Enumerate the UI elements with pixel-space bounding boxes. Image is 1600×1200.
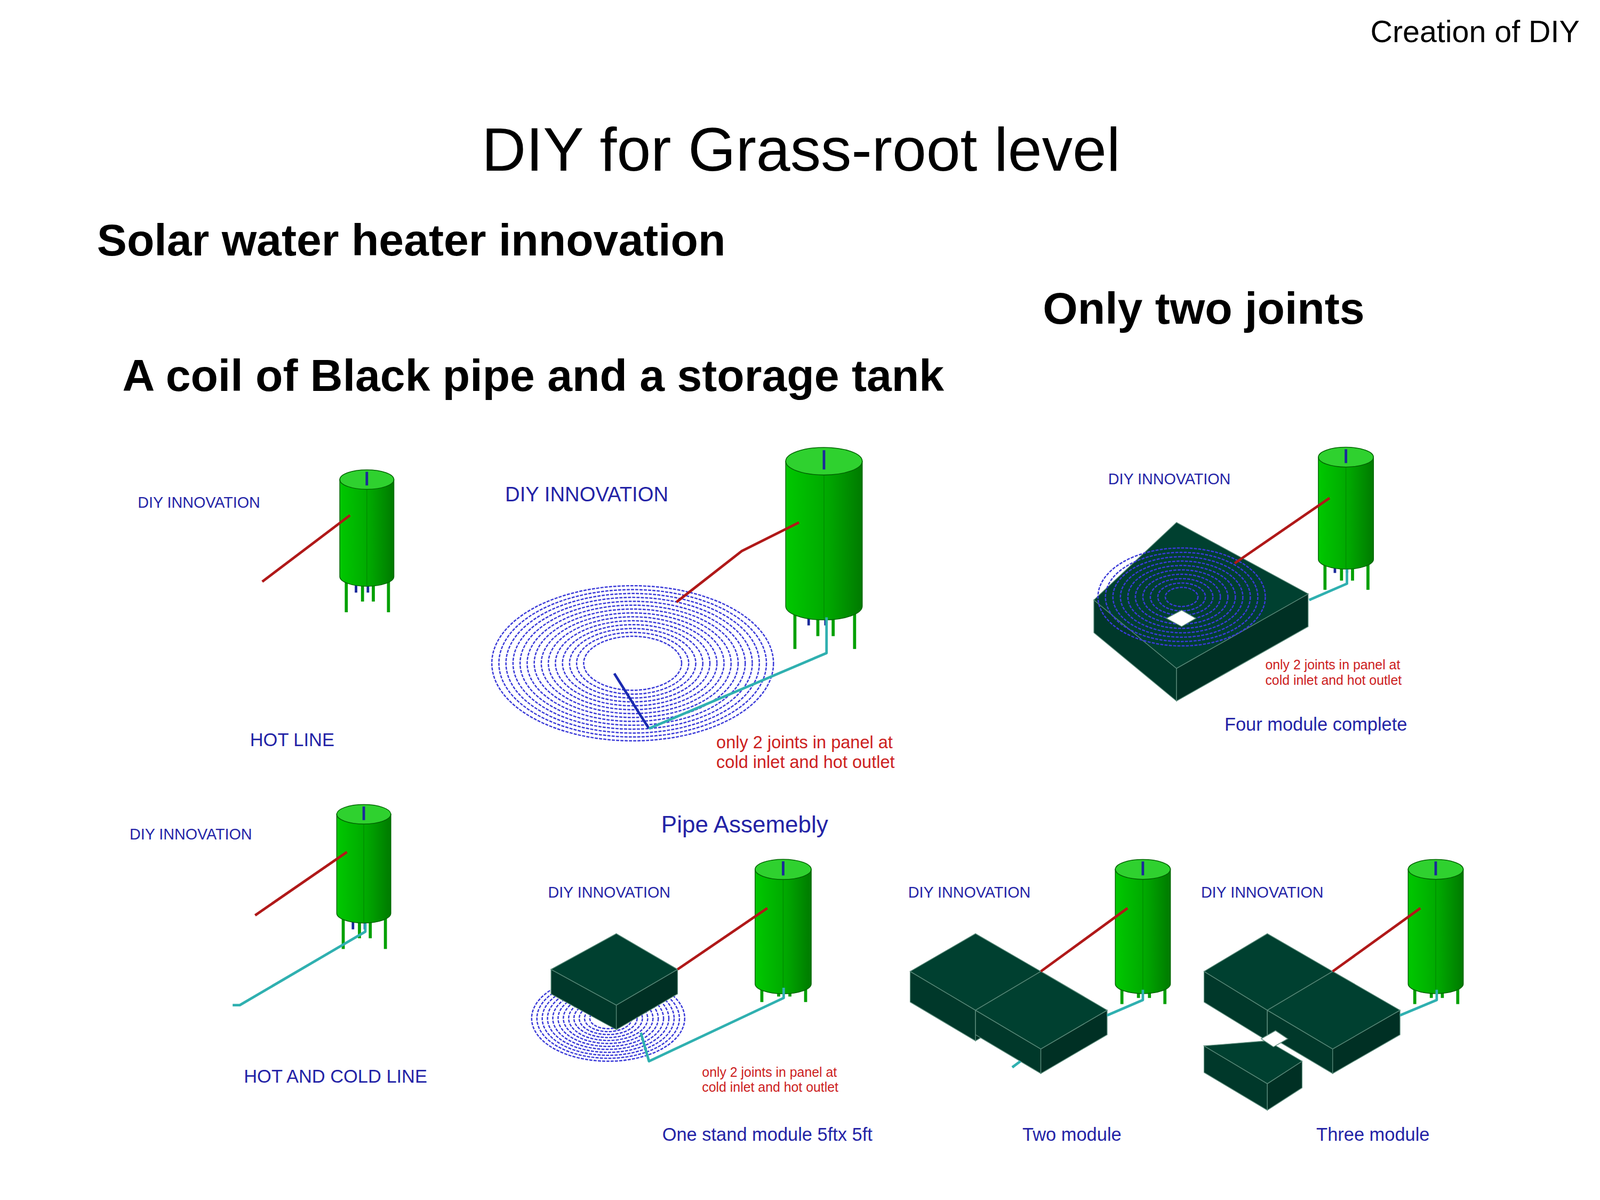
cold-line — [1107, 989, 1143, 1016]
drawing-tag: DIY INNOVATION — [137, 493, 261, 512]
panel-center-gap — [1261, 1030, 1288, 1047]
pipe-coil-winding — [1157, 582, 1206, 611]
pipe-coil-winding — [548, 617, 717, 710]
panel-center-gap — [1166, 610, 1196, 627]
hot-line — [1041, 908, 1128, 972]
drawing-tag: DIY INNOVATION — [908, 883, 1031, 902]
tank-top — [1115, 859, 1171, 880]
subheading: A coil of Black pipe and a storage tank — [122, 349, 944, 402]
tank-seam — [782, 879, 784, 994]
tank-body — [755, 869, 812, 994]
corner-note: Creation of DIY — [1370, 14, 1580, 50]
drawing-caption: HOT AND COLD LINE — [243, 1066, 428, 1088]
pipe-coil-winding — [1098, 547, 1266, 646]
hot-line — [676, 522, 799, 603]
hot-line — [262, 515, 351, 582]
tank-top — [1318, 447, 1374, 468]
cold-line — [1309, 569, 1348, 600]
hot-line — [1332, 908, 1421, 972]
tank-vent — [365, 472, 368, 486]
tank-vent — [781, 861, 785, 876]
drawing-tag: DIY INNOVATION — [1201, 883, 1324, 902]
tank-seam — [823, 475, 825, 621]
panel-top — [550, 933, 678, 1006]
subheading: Solar water heater innovation — [97, 214, 726, 267]
tank-top — [755, 859, 812, 880]
hot-line — [1234, 498, 1330, 564]
pipe-coil-winding — [583, 636, 682, 691]
cold-line — [232, 923, 366, 1006]
hot-line — [254, 852, 347, 916]
panel-top — [1204, 1041, 1303, 1084]
tank-body — [1408, 869, 1463, 994]
pipe-coil-winding — [1150, 578, 1213, 616]
tank-seam — [1345, 467, 1347, 570]
drawing-caption: One stand module 5ftx 5ft — [662, 1124, 873, 1146]
panel-top — [1093, 522, 1309, 669]
drawing-caption: Two module — [1022, 1124, 1122, 1146]
pipe-coil-winding — [569, 628, 696, 698]
tank-top — [785, 447, 862, 476]
cold-line — [641, 987, 784, 1062]
tank-vent — [822, 450, 826, 470]
drawing-tag: DIY INNOVATION — [129, 825, 253, 844]
pipe-coil-winding — [506, 593, 760, 734]
subheading: Only two joints — [1042, 282, 1365, 335]
section-heading: Pipe Assemebly — [661, 811, 829, 839]
joint-note: only 2 joints in panel at cold inlet and… — [701, 1064, 862, 1095]
pipe-coil-winding — [513, 597, 753, 730]
pipe-coil-winding — [541, 612, 725, 714]
cold-line — [1012, 1061, 1021, 1068]
panel-top — [975, 971, 1108, 1049]
joint-note: only 2 joints in panel at cold inlet and… — [716, 732, 926, 773]
tank-body — [1115, 869, 1171, 994]
tank-seam — [366, 489, 368, 587]
tank-vent — [1141, 861, 1144, 876]
tank-body — [1318, 457, 1374, 570]
drawing-caption: Four module complete — [1224, 714, 1407, 736]
cold-line — [649, 617, 827, 730]
drawing-tag: DIY INNOVATION — [505, 482, 669, 507]
tank-top — [339, 469, 394, 490]
tank-body — [785, 461, 862, 621]
pipe-coil-winding — [576, 632, 689, 695]
pipe-coil-winding — [1165, 587, 1198, 607]
hot-line — [677, 908, 767, 970]
tank-vent — [1434, 861, 1438, 876]
tank-seam — [363, 824, 365, 924]
pipe-coil-winding — [520, 601, 746, 725]
pipe-coil-winding — [1120, 561, 1244, 633]
drawing-tag: DIY INNOVATION — [1108, 470, 1231, 488]
drawing-caption: HOT LINE — [250, 729, 335, 751]
tank-top — [1408, 859, 1463, 880]
pipe-coil-winding — [1105, 552, 1259, 642]
tank-top — [336, 804, 391, 825]
panel-top — [1267, 971, 1400, 1049]
tank-vent — [1344, 449, 1348, 463]
pipe-coil-winding — [1128, 565, 1236, 629]
tank-body — [339, 479, 394, 587]
drawing-caption: Three module — [1316, 1124, 1430, 1146]
tank-vent — [362, 806, 366, 821]
pipe-coil-winding — [1113, 556, 1251, 638]
tank-body — [336, 814, 391, 924]
coil-outlet-pipe — [614, 673, 650, 729]
tank-seam — [1435, 879, 1437, 994]
tank-seam — [1142, 879, 1144, 994]
pipe-coil-winding — [562, 624, 703, 702]
pipe-coil-winding — [491, 585, 774, 741]
pipe-coil-winding — [498, 589, 767, 738]
joint-note: only 2 joints in panel at cold inlet and… — [1265, 657, 1425, 688]
slide-title: DIY for Grass-root level — [481, 114, 1120, 185]
drawing-tag: DIY INNOVATION — [547, 883, 671, 902]
cold-line — [1400, 989, 1437, 1016]
pipe-coil-winding — [555, 620, 710, 707]
